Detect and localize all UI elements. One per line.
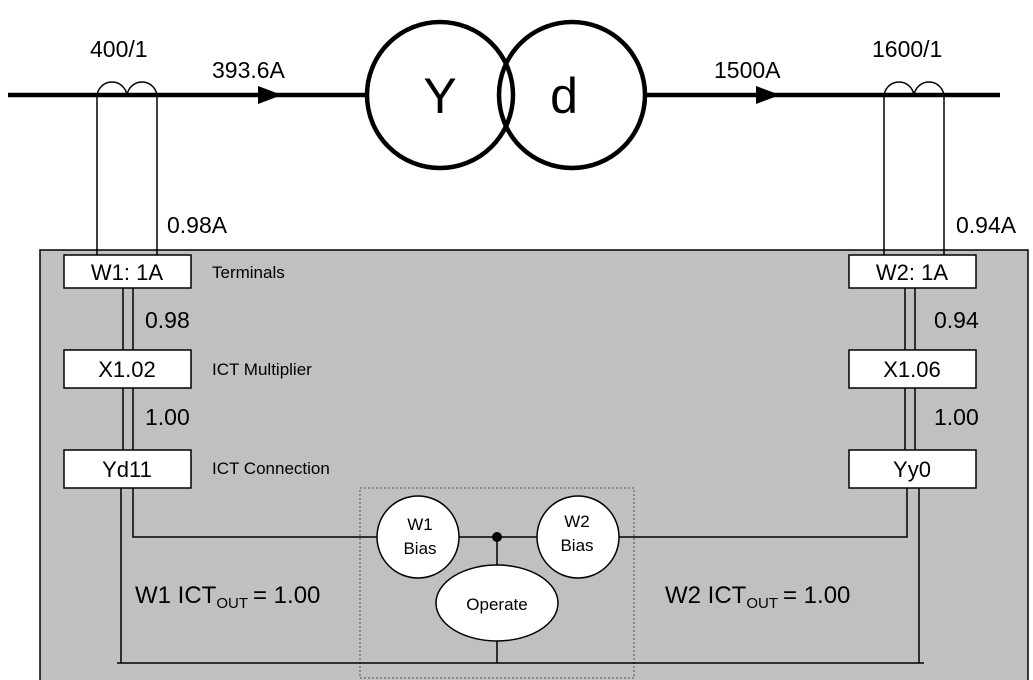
w1-connection-label: Yd11 [102,457,152,482]
w1-value-after-terminal: 0.98 [145,307,190,333]
w2-terminal-box [848,254,977,289]
w1-connection-box [63,449,192,489]
transformer-primary-winding [364,19,516,171]
w2-ict-out-label: W2 ICTOUT= 1.00 [665,582,850,612]
ct-right-symbol [883,81,945,98]
w1-multiplier-label: X1.02 [98,357,156,382]
w2-multiplier-box [848,349,977,389]
operate-ellipse [435,564,559,642]
w2-connection-label: Yy0 [893,457,931,482]
w1-bias-circle [376,495,460,579]
bias-element-area [359,487,635,679]
w1-terminal-label: W1: 1A [91,260,163,285]
ct-left-secondary-current: 0.98A [167,212,228,238]
w1-value-after-multiplier: 1.00 [145,404,190,430]
w2-value-after-terminal: 0.94 [934,307,979,333]
w2-bias-label-1: W2 [564,512,590,531]
ct-left-ratio: 400/1 [90,36,148,62]
w2-bias-circle [536,495,620,579]
transformer-secondary-winding [496,19,648,171]
current-arrow-right [756,86,780,104]
secondary-winding-symbol: d [550,68,578,124]
ict-connection-row-label: ICT Connection [212,459,330,478]
primary-winding-symbol: Y [423,68,456,124]
current-arrow-left [258,86,282,104]
w2-value-after-multiplier: 1.00 [934,404,979,430]
ct-left-symbol [96,81,158,98]
w1-multiplier-box [63,349,192,389]
ict-multiplier-row-label: ICT Multiplier [212,360,312,379]
line-current-right: 1500A [714,57,781,83]
w1-bias-wire [132,488,380,538]
w2-bias-label-2: Bias [560,536,593,555]
junction-dot [492,532,502,542]
ct-right-ratio: 1600/1 [872,36,942,62]
ct-right-secondary-current: 0.94A [956,212,1017,238]
w1-bias-label-1: W1 [407,515,433,534]
operate-label: Operate [466,595,527,614]
w2-terminal-label: W2: 1A [876,260,948,285]
terminals-row-label: Terminals [212,263,285,282]
w2-bias-wire [612,488,908,538]
line-current-left: 393.6A [212,57,286,83]
w1-bias-label-2: Bias [403,539,436,558]
w1-ict-out-label: W1 ICTOUT= 1.00 [135,582,320,612]
w2-multiplier-label: X1.06 [883,357,941,382]
w2-connection-box [848,449,977,489]
w1-terminal-box [63,254,192,289]
